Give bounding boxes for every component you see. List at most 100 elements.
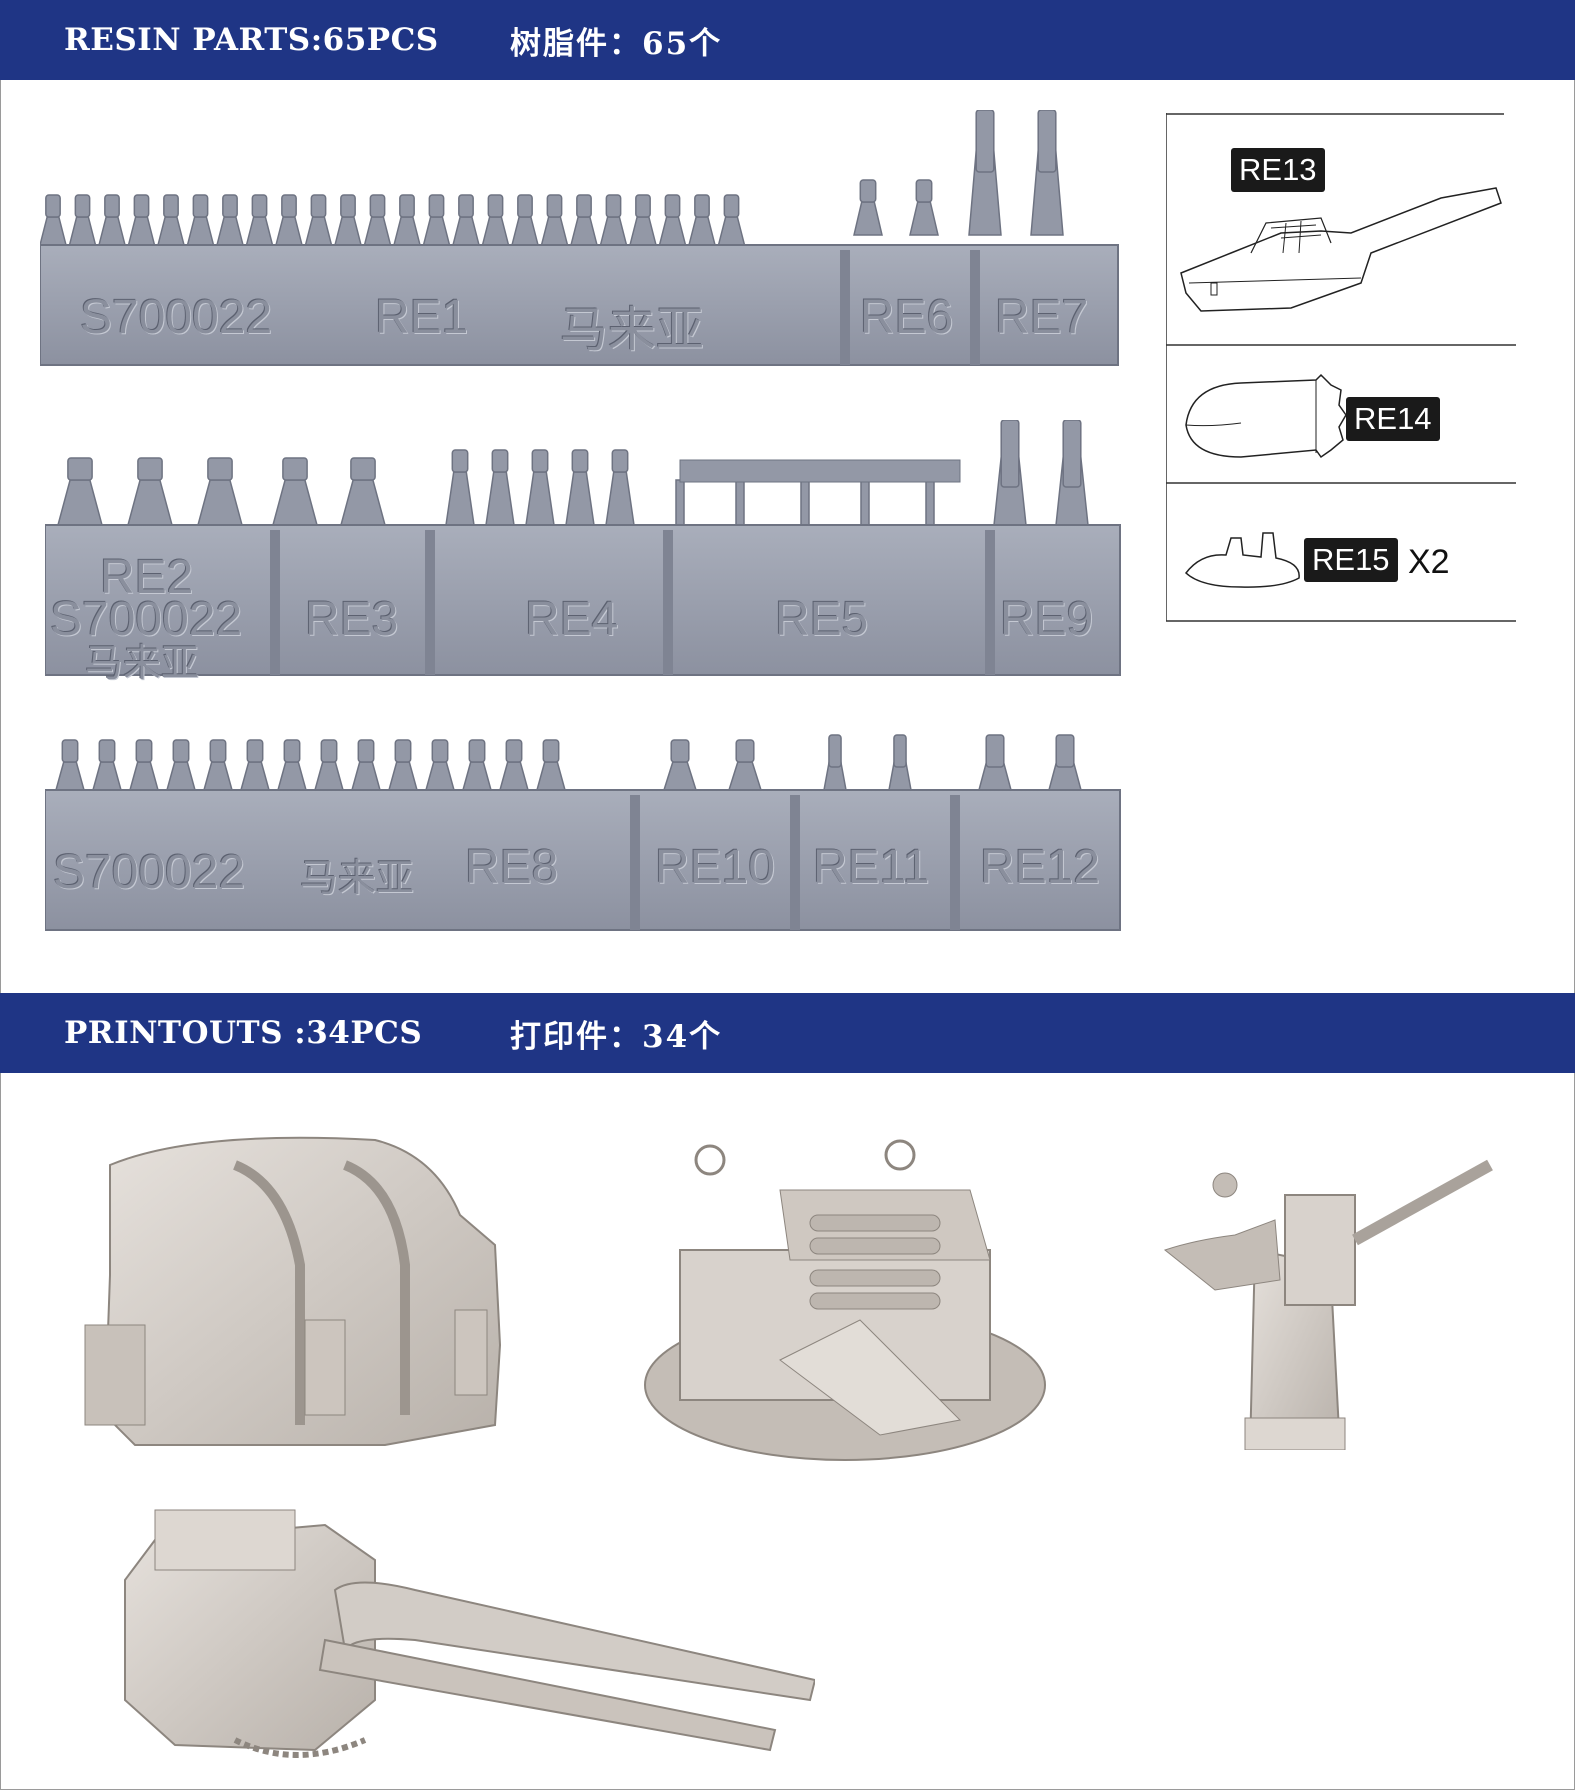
printouts-title-cn: 打印件：34个 [510, 1019, 723, 1055]
sprue-pin [542, 739, 560, 763]
sprue-pin [363, 216, 392, 246]
panel-lines [1166, 113, 1516, 622]
sprue2-part-re9: RE9 [1000, 593, 1094, 646]
sprue-pin [664, 194, 681, 218]
sprue1-part-re7: RE7 [995, 291, 1089, 344]
sprue-pin [859, 179, 877, 203]
sprue-pin [491, 449, 509, 473]
sprue-pin [245, 216, 274, 246]
sprue2-part-re5: RE5 [775, 593, 869, 646]
sprue-pin [197, 479, 243, 526]
sprue-pin [428, 194, 445, 218]
sprue2-code: S700022 [50, 593, 243, 646]
sprue-pin [800, 479, 810, 526]
sprue-pin [272, 479, 318, 526]
re13-label: RE13 [1231, 148, 1325, 192]
sprue-pin [207, 457, 233, 481]
sprue-pin [499, 761, 529, 791]
sprue-pin [511, 216, 539, 246]
sprue-pin [127, 479, 173, 526]
sprue-pin [68, 216, 97, 246]
sprue-pin [157, 216, 185, 246]
sprue-pin [422, 216, 451, 246]
sprue2-cn: 马来亚 [85, 643, 200, 685]
sprue-pin [310, 194, 327, 218]
sprue-pin [399, 194, 415, 218]
sprue2-part-re4: RE4 [525, 593, 619, 646]
sprue-pin [694, 194, 710, 218]
sprue-pin [240, 761, 270, 791]
seaplane-hull-icon [1180, 187, 1502, 312]
sprue-pin [727, 761, 763, 791]
sprue-pin [304, 216, 333, 246]
re15-quantity: X2 [1408, 543, 1450, 581]
sprue-pin [599, 216, 628, 246]
sprue-pin [635, 194, 651, 218]
sprue-pin [388, 761, 418, 791]
sprue-pin [531, 449, 549, 473]
sprue-pin [137, 457, 163, 481]
sprue-pin [481, 216, 510, 246]
resin-parts-title: RESIN PARTS:65PCS [64, 22, 439, 58]
re15-label: RE15 [1304, 538, 1398, 582]
sprue-render [45, 420, 1121, 676]
sprue-pin [163, 194, 179, 218]
sprue-pin [340, 194, 356, 218]
pom-pom-render [630, 1130, 1070, 1480]
sprue-pin [688, 216, 716, 246]
sprue-pin [517, 194, 533, 218]
sprue-pin [605, 194, 622, 218]
resin-sprue-2: RE2 S700022 马来亚 RE3 RE4 RE5 RE9 [45, 420, 1125, 690]
sprue3-code: S700022 [53, 846, 246, 899]
re15-cell: RE15 X2 [1166, 483, 1516, 621]
sprue1-part-re1: RE1 [375, 291, 469, 344]
sprue-pin [925, 479, 935, 526]
sprue-pin [216, 216, 244, 246]
sprue-pin [717, 216, 746, 246]
sprue-pin [431, 739, 449, 763]
sprue-pin [67, 457, 93, 481]
sprue-pin [222, 194, 238, 218]
sprue-pin [487, 194, 504, 218]
sprue-pin [611, 449, 629, 473]
sprue-pin [605, 471, 635, 526]
sprue-pin [425, 761, 455, 791]
sprue-pin [485, 471, 515, 526]
sprue-pin [61, 739, 79, 763]
sprue3-part-re11: RE11 [813, 841, 930, 894]
sprue-pin [828, 734, 842, 768]
sprue-pin [166, 761, 196, 791]
sprue-pin [452, 216, 480, 246]
sprue-pin [1000, 420, 1020, 488]
sprue-render [40, 110, 1119, 366]
sprue-pin [203, 761, 233, 791]
sprue-pin [975, 110, 995, 173]
sprue-pin [893, 734, 907, 768]
sprue-pin [282, 457, 308, 481]
sprue-pin [723, 194, 740, 218]
sprue-pin [546, 194, 563, 218]
sprue-pin [458, 194, 474, 218]
sprue-pin [104, 194, 120, 218]
sprue-pin [462, 761, 492, 791]
sprue-pin [629, 216, 657, 246]
printouts-banner: PRINTOUTS :34PCS 打印件：34个 [0, 993, 1575, 1073]
sprue-pin [909, 201, 939, 236]
sprue-pin [98, 739, 116, 763]
sprue-pin [192, 194, 209, 218]
sprue-pin [74, 194, 91, 218]
resin-sprue-3: S700022 马来亚 RE8 RE10 RE11 RE12 [45, 725, 1125, 940]
sprue1-cn: 马来亚 [560, 304, 705, 357]
small-part-icon [1184, 532, 1300, 588]
sprue-pin [283, 739, 301, 763]
sprue-pin [540, 216, 569, 246]
sprue-pin [209, 739, 227, 763]
sprue-pin [468, 739, 486, 763]
sprue-pin [576, 194, 592, 218]
aa-gun-render [1155, 1150, 1500, 1455]
sprue3-part-re12: RE12 [980, 841, 1101, 894]
sprue-render [45, 734, 1121, 931]
sprue-pin [445, 471, 475, 526]
turret-render [75, 1125, 515, 1455]
sprue-pin [860, 479, 870, 526]
